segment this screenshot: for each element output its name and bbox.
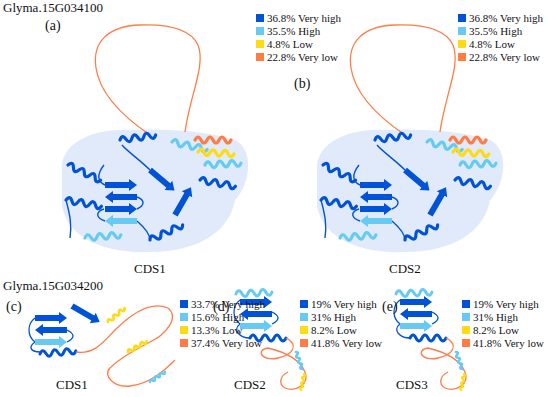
legend-text: 41.8% Very low [311, 337, 382, 349]
legend-swatch [180, 300, 188, 308]
legend-item: 22.8% Very low [458, 51, 540, 63]
legend-swatch [256, 14, 264, 22]
structure-e [394, 289, 466, 390]
legend-item: 35.5% High [256, 25, 320, 37]
legend-item: 37.4% Very low [180, 337, 262, 349]
legend-text: 8.2% Low [311, 324, 357, 336]
legend-text: 13.3% Low [191, 324, 242, 336]
structure-c [29, 301, 175, 386]
legend-text: 19% Very high [311, 298, 377, 310]
legend-swatch [256, 40, 264, 48]
legend-item: 19% Very high [300, 298, 377, 310]
legend-item: 4.8% Low [458, 38, 515, 50]
panel-letter: (e) [382, 299, 398, 315]
legend-item: 13.3% Low [180, 324, 242, 336]
gene-title: Glyma.15G034200 [3, 279, 103, 294]
legend-swatch [300, 326, 308, 334]
panel-letter: (b) [294, 76, 310, 92]
legend-text: 22.8% Very low [267, 51, 338, 63]
legend-text: 8.2% Low [473, 324, 519, 336]
structure-a [62, 25, 248, 252]
legend-text: 35.5% High [469, 25, 522, 37]
legend-text: 36.8% Very high [267, 12, 341, 24]
panel-letter: (c) [6, 299, 22, 315]
legend-swatch [180, 313, 188, 321]
legend-text: 4.8% Low [267, 38, 313, 50]
variant-label: CDS2 [234, 378, 266, 393]
legend-swatch [300, 313, 308, 321]
legend-text: 36.8% Very high [469, 12, 543, 24]
legend-text: 41.8% Very low [473, 337, 544, 349]
legend-text: 35.5% High [267, 25, 320, 37]
legend-item: 41.8% Very low [462, 337, 544, 349]
variant-label: CDS3 [396, 378, 428, 393]
legend-swatch [300, 339, 308, 347]
legend-swatch [256, 27, 264, 35]
legend-text: 31% High [311, 311, 356, 323]
legend-swatch [300, 300, 308, 308]
legend-swatch [458, 53, 466, 61]
gene-title: Glyma.15G034100 [3, 1, 103, 16]
legend-item: 8.2% Low [300, 324, 357, 336]
variant-label: CDS1 [134, 262, 166, 277]
legend-swatch [180, 339, 188, 347]
legend-swatch [458, 27, 466, 35]
legend-item: 15.6% High [180, 311, 244, 323]
legend-item: 41.8% Very low [300, 337, 382, 349]
legend-text: 22.8% Very low [469, 51, 540, 63]
legend-swatch [458, 14, 466, 22]
legend-item: 33.7% Very high [180, 298, 265, 310]
legend-text: 37.4% Very low [191, 337, 262, 349]
legend-item: 31% High [462, 311, 518, 323]
variant-label: CDS1 [56, 378, 88, 393]
legend-text: 15.6% High [191, 311, 244, 323]
legend-swatch [462, 326, 470, 334]
legend-item: 4.8% Low [256, 38, 313, 50]
legend-item: 8.2% Low [462, 324, 519, 336]
legend-swatch [256, 53, 264, 61]
legend-item: 31% High [300, 311, 356, 323]
legend-swatch [462, 300, 470, 308]
legend-swatch [462, 313, 470, 321]
legend-item: 36.8% Very high [458, 12, 543, 24]
legend-swatch [462, 339, 470, 347]
legend-item: 19% Very high [462, 298, 539, 310]
panel-letter: (a) [45, 18, 61, 34]
legend-item: 35.5% High [458, 25, 522, 37]
legend-swatch [458, 40, 466, 48]
legend-item: 22.8% Very low [256, 51, 338, 63]
legend-swatch [180, 326, 188, 334]
legend-text: 19% Very high [473, 298, 539, 310]
variant-label: CDS2 [389, 262, 421, 277]
legend-text: 33.7% Very high [191, 298, 265, 310]
legend-item: 36.8% Very high [256, 12, 341, 24]
legend-text: 31% High [473, 311, 518, 323]
legend-text: 4.8% Low [469, 38, 515, 50]
